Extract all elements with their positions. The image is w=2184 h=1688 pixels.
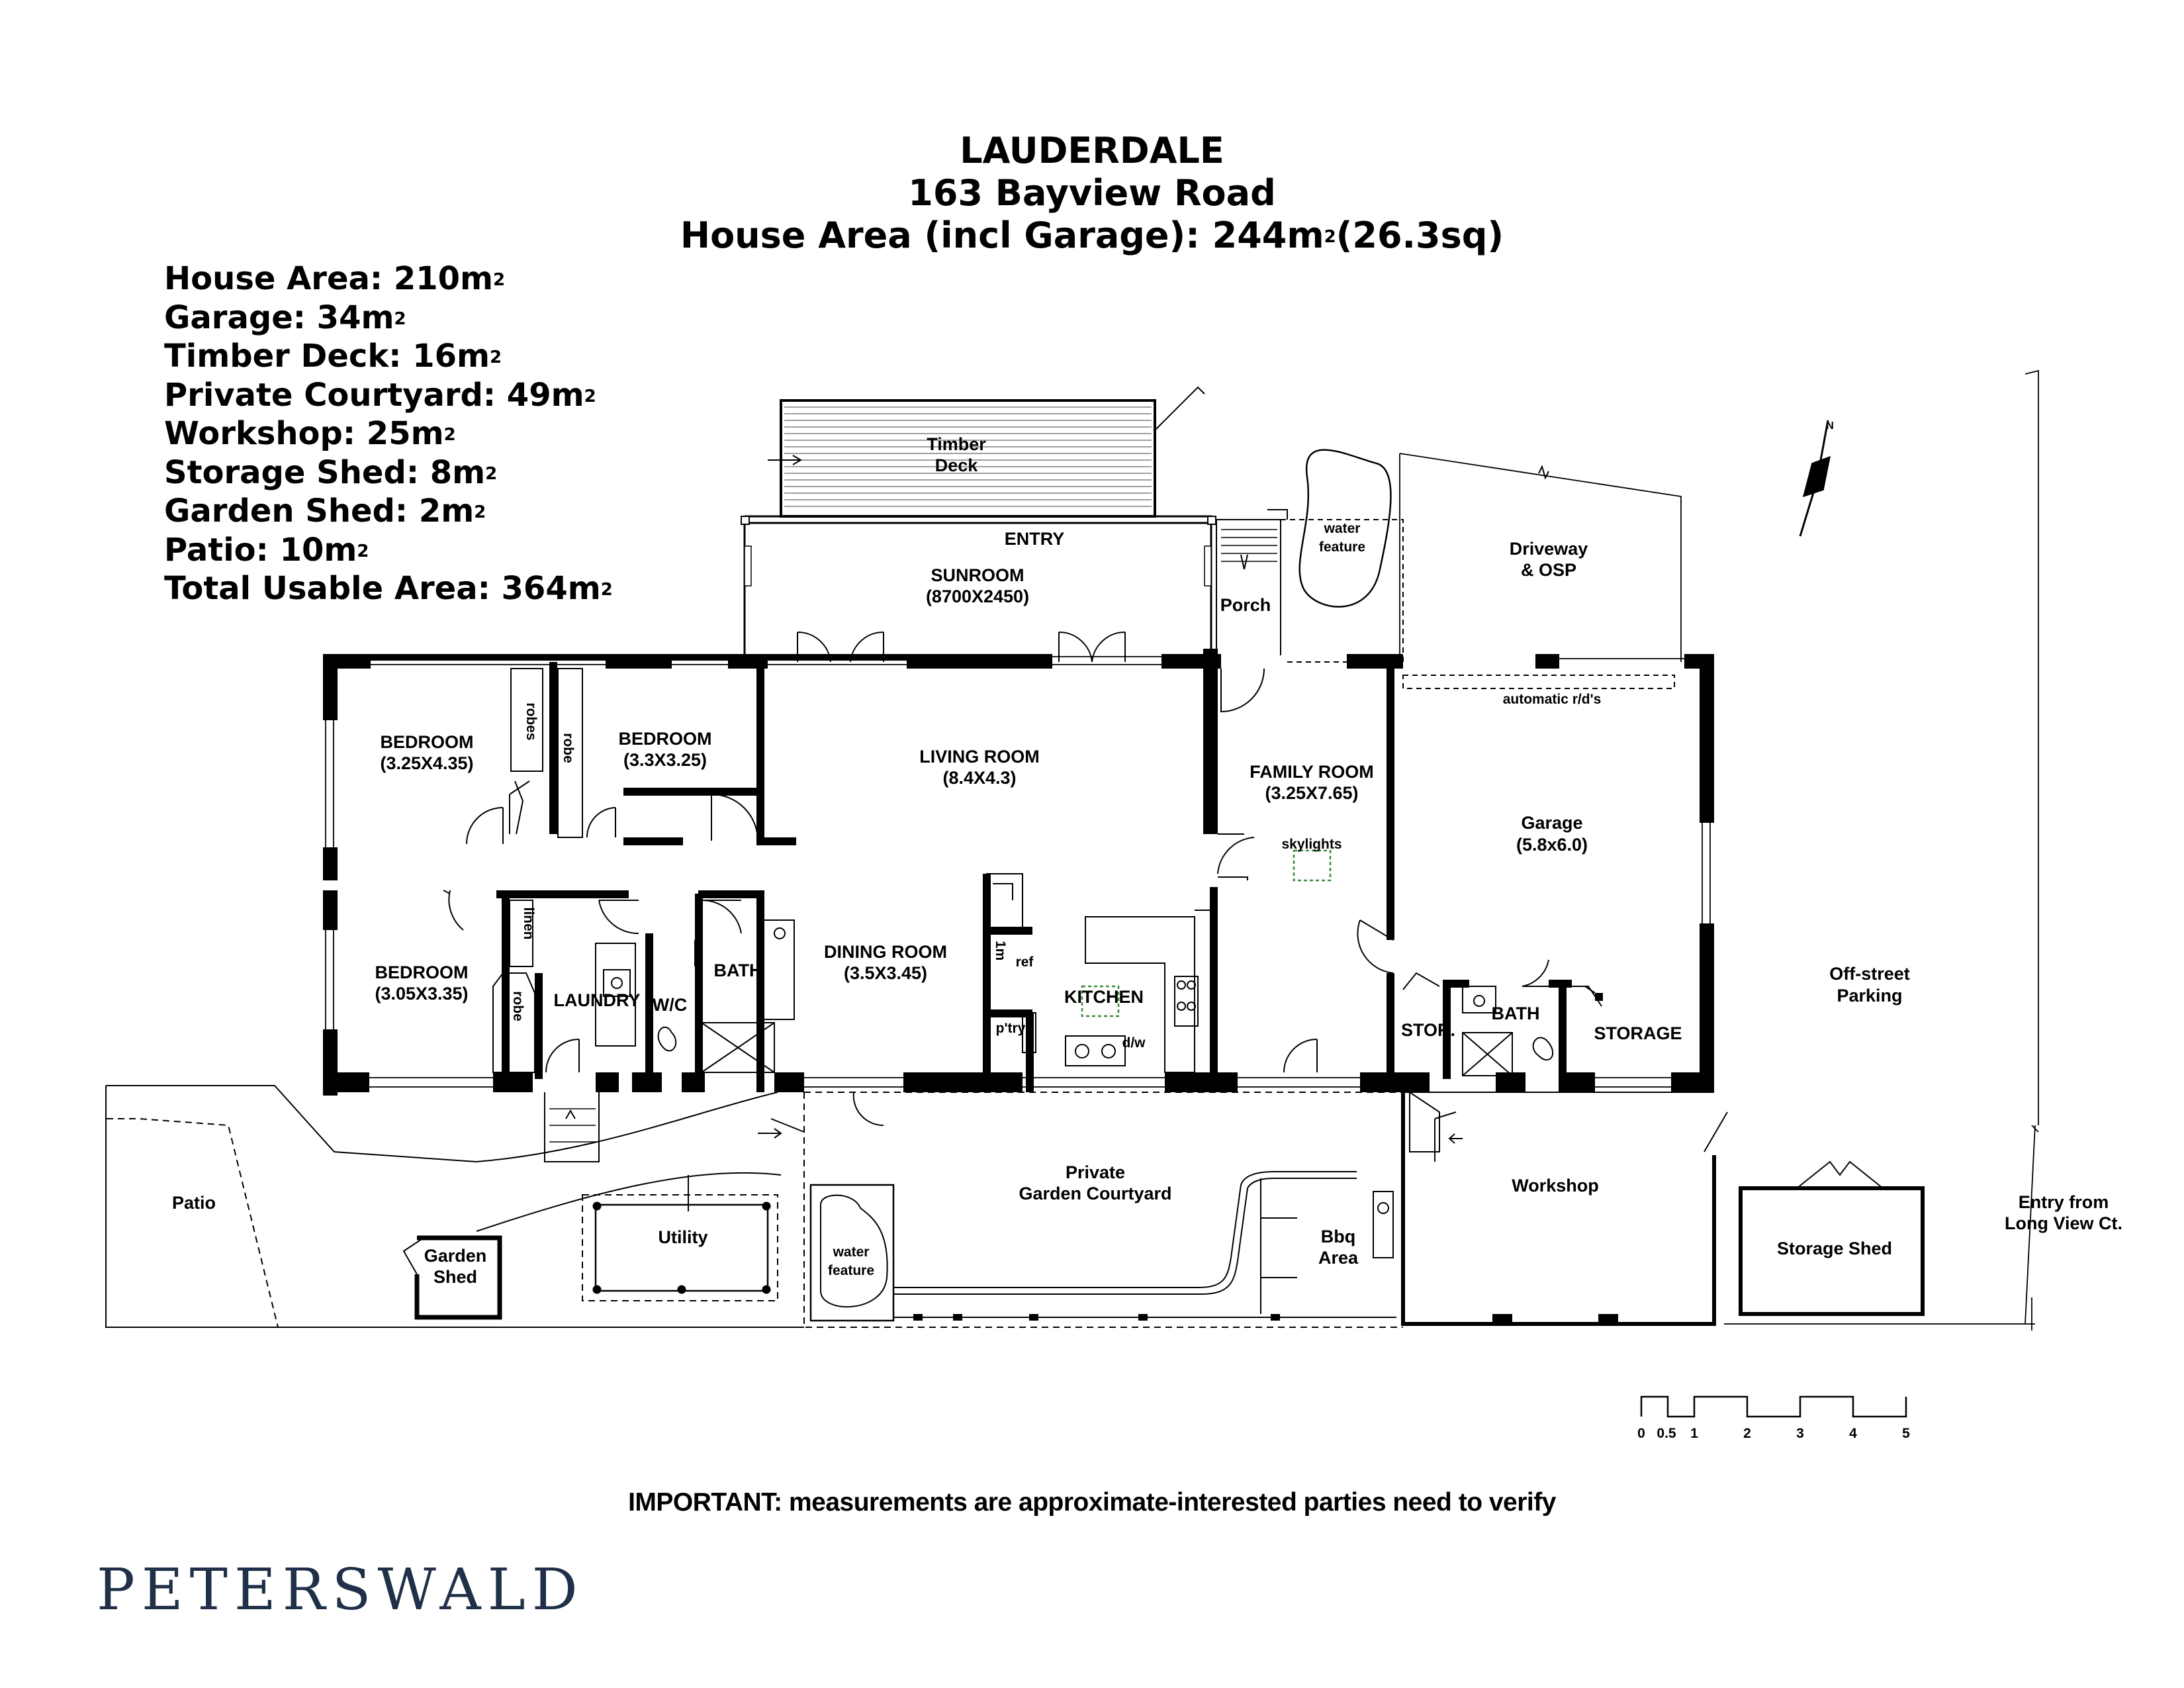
courtyard-area (803, 1092, 1403, 1328)
label-patio: Patio (172, 1193, 216, 1213)
label-bath: BATH (714, 961, 762, 980)
workshop-walls (1401, 1092, 1716, 1326)
door-swings (443, 631, 1728, 1152)
label-garage: (5.8x6.0) (1516, 835, 1588, 855)
north-arrow (1799, 420, 1831, 537)
label-linen: linen (521, 907, 536, 939)
label-timber-deck: Deck (935, 455, 979, 475)
label-kitchen: KITCHEN (1064, 987, 1144, 1007)
storage-shed (1739, 1160, 1925, 1316)
scale-tick: 2 (1743, 1426, 1751, 1441)
label-bedroom-2: (3.3X3.25) (623, 750, 707, 770)
label-living-room: LIVING ROOM (919, 747, 1040, 767)
label-bedroom-2: BEDROOM (619, 729, 712, 749)
house-area-total: House Area (incl Garage): 244m2(26.3sq) (0, 214, 2184, 257)
label-workshop: Workshop (1512, 1176, 1599, 1196)
label-family-room: FAMILY ROOM (1250, 762, 1374, 782)
disclaimer: IMPORTANT: measurements are approximate-… (628, 1488, 1556, 1517)
label-entry-long-view: Long View Ct. (2005, 1213, 2122, 1233)
area-line: Storage Shed: 8m2 (164, 453, 498, 491)
label-water-feature: water (833, 1244, 870, 1260)
scale-tick: 0 (1637, 1426, 1645, 1441)
label-dishwasher: d/w (1122, 1035, 1146, 1051)
label-bath: BATH (1492, 1004, 1540, 1023)
house-area-line: House Area (incl Garage): 244m (680, 214, 1324, 256)
label-stor: STOR. (1401, 1020, 1455, 1040)
built-ins (492, 668, 1602, 1076)
label-garden-shed: Garden (424, 1246, 487, 1266)
scale-tick: 4 (1849, 1426, 1857, 1441)
label-skylights: skylights (1281, 837, 1342, 852)
label-bbq-area: Bbq (1321, 1227, 1355, 1246)
label-dining-room: DINING ROOM (824, 942, 947, 962)
windows (325, 656, 1711, 1088)
exterior-walls (323, 654, 1714, 1096)
sq-m-superscript: 2 (1324, 227, 1336, 247)
scale-tick: 3 (1796, 1426, 1804, 1441)
label-garage: Garage (1521, 813, 1582, 833)
label-robes: robes (523, 702, 539, 740)
label-entry-long-view: Entry from (2019, 1192, 2109, 1212)
label-offstreet-parking: Parking (1837, 986, 1902, 1006)
scale-tick: 0.5 (1657, 1426, 1676, 1441)
brand-logo: PETERSWALD (97, 1557, 584, 1623)
property-suburb: LAUDERDALE (960, 130, 1224, 171)
garden-shed (414, 1235, 502, 1320)
label-bedroom-3: (3.05X3.35) (375, 984, 468, 1004)
area-line: Garage: 34m2 (164, 299, 406, 336)
area-summary: House Area: 210m2 Garage: 34m2 Timber De… (164, 259, 613, 608)
north-label: N (1826, 420, 1834, 432)
label-wc: W/C (653, 995, 687, 1015)
area-line: Workshop: 25m2 (164, 415, 456, 452)
label-courtyard: Garden Courtyard (1019, 1184, 1171, 1203)
label-driveway: & OSP (1521, 560, 1576, 580)
label-courtyard: Private (1066, 1162, 1125, 1182)
scale-tick: 1 (1690, 1426, 1698, 1441)
label-garden-shed: Shed (433, 1267, 477, 1287)
label-storage: STORAGE (1594, 1023, 1682, 1043)
area-line: Timber Deck: 16m2 (164, 338, 502, 375)
label-laundry: LAUNDRY (554, 990, 641, 1010)
label-storage-shed: Storage Shed (1777, 1239, 1892, 1258)
label-entry: ENTRY (1005, 529, 1065, 549)
house-area-suffix: (26.3sq) (1336, 214, 1504, 256)
area-line: Private Courtyard: 49m2 (164, 376, 596, 414)
label-robe: robe (510, 991, 525, 1021)
label-dining-room: (3.5X3.45) (844, 963, 927, 983)
area-line: Garden Shed: 2m2 (164, 492, 486, 530)
skylight (1081, 985, 1120, 1017)
area-line: House Area: 210m2 (164, 260, 506, 297)
label-water-feature: water (1324, 521, 1361, 536)
label-bedroom-3: BEDROOM (375, 962, 469, 982)
scale-bar (1640, 1395, 1907, 1418)
label-bbq-area: Area (1318, 1248, 1359, 1268)
label-bedroom-1: (3.25X4.35) (380, 753, 473, 773)
label-water-feature: feature (1319, 539, 1365, 555)
label-sunroom: SUNROOM (931, 565, 1024, 585)
patio-area (105, 1085, 805, 1328)
label-pantry: p'try (996, 1021, 1026, 1036)
label-utility: Utility (658, 1227, 707, 1247)
label-automatic-doors: automatic r/d's (1503, 692, 1602, 707)
label-water-feature: feature (828, 1263, 874, 1278)
label-driveway: Driveway (1510, 539, 1588, 559)
label-porch: Porch (1220, 595, 1271, 615)
utility-area (582, 1175, 778, 1301)
label-1m: 1m (993, 941, 1008, 961)
label-ref: ref (1016, 955, 1034, 970)
skylight (1293, 849, 1332, 882)
label-robe: robe (561, 733, 576, 763)
label-living-room: (8.4X4.3) (942, 768, 1016, 788)
label-family-room: (3.25X7.65) (1265, 783, 1358, 803)
scale-tick: 5 (1902, 1426, 1910, 1441)
property-address: 163 Bayview Road (908, 172, 1276, 214)
timber-deck (768, 386, 1205, 518)
label-sunroom: (8700X2450) (926, 586, 1029, 606)
label-bedroom-1: BEDROOM (381, 732, 474, 752)
label-timber-deck: Timber (927, 434, 986, 454)
label-offstreet-parking: Off-street (1829, 964, 1910, 984)
area-line: Total Usable Area: 364m2 (164, 570, 613, 607)
area-line: Patio: 10m2 (164, 531, 369, 569)
